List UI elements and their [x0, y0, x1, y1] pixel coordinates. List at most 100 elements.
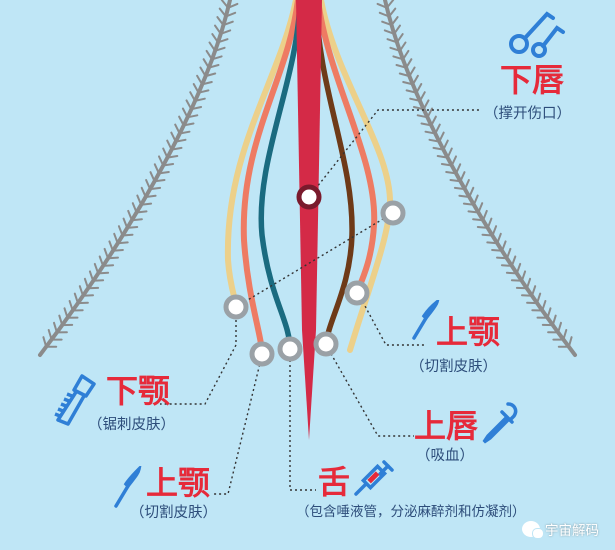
marker-maxilla-right	[344, 280, 370, 306]
antenna-bristle	[97, 271, 110, 275]
marker-tongue	[277, 336, 303, 362]
antenna-bristle	[434, 123, 441, 135]
antenna-bristle	[205, 49, 213, 61]
antenna-bristle	[458, 194, 471, 198]
antenna-bristle	[153, 179, 166, 183]
syringe-icon	[354, 460, 394, 496]
antenna-bristle	[546, 307, 552, 319]
antenna-bristle	[446, 147, 453, 159]
antenna-bristle	[92, 279, 105, 282]
tongue-desc: （包含唾液管，分泌麻醉剂和仿凝剂）	[296, 504, 526, 520]
antenna-bristle	[436, 155, 449, 159]
upper-lip-desc: （吸血）	[416, 448, 474, 464]
antenna-bristle	[378, 11, 391, 18]
antenna-bristle	[222, 20, 234, 27]
antenna-bristle	[149, 171, 156, 183]
antenna-bristle	[515, 262, 522, 275]
antenna-bristle	[389, 46, 401, 52]
antenna-bristle	[211, 55, 223, 61]
antenna-bristle	[449, 179, 462, 183]
maxilla-left-desc: （切割皮肤）	[130, 505, 217, 521]
antenna-bristle	[214, 24, 222, 35]
antenna-bristle	[140, 202, 153, 206]
antenna-bristle	[182, 122, 195, 127]
maxilla-right-title: 上颚	[436, 313, 501, 351]
antenna-bristle	[393, 24, 401, 35]
tongue-title: 舌	[318, 463, 351, 501]
antenna-bristle	[107, 256, 119, 260]
antenna-bristle	[224, 11, 237, 18]
antenna-bristle	[440, 163, 453, 167]
antenna-bristle	[68, 300, 74, 312]
antenna-bristle	[467, 210, 480, 214]
antenna-bristle	[428, 138, 441, 143]
antenna-bristle	[186, 114, 199, 119]
antenna-bristle	[500, 264, 513, 267]
antenna-bristle	[398, 72, 411, 78]
antenna-bristle	[402, 81, 414, 86]
antenna-bristle	[525, 277, 532, 290]
antenna-bristle	[408, 66, 416, 78]
antenna-bristle	[162, 163, 175, 167]
antenna-bristle	[93, 262, 100, 275]
brand-watermark: 宇宙解码	[522, 519, 599, 539]
antenna-bristle	[468, 186, 475, 198]
lower-lip-title: 下唇	[500, 61, 565, 99]
antenna-bristle	[126, 226, 139, 229]
antenna-bristle	[122, 217, 129, 229]
antenna-bristle	[405, 89, 418, 94]
antenna-bristle	[476, 226, 489, 229]
scalpel-icon-left	[114, 466, 142, 508]
antenna-bristle	[166, 155, 179, 159]
antenna-bristle	[453, 186, 466, 191]
antenna-bristle	[420, 122, 433, 127]
antenna-bristle	[541, 300, 547, 312]
antenna-bristle	[204, 72, 217, 78]
antenna-bristles	[42, 0, 573, 348]
antenna-bristle	[174, 138, 187, 143]
saw-icon	[54, 374, 96, 426]
antenna-bristle	[405, 58, 413, 69]
antenna-bristle	[103, 247, 109, 260]
antenna-bristle	[567, 336, 573, 348]
antenna-bristle	[42, 336, 48, 348]
lower-lip-desc: （撑开伤口）	[484, 106, 571, 122]
antenna-bristle	[510, 279, 523, 282]
leader-lower-lip	[308, 109, 480, 198]
leader-mandible	[160, 310, 237, 405]
antenna-bristle	[396, 33, 404, 44]
antenna-bristle	[557, 321, 562, 334]
antenna-bristle	[47, 329, 53, 341]
antenna-bristle	[462, 202, 475, 206]
antenna-bristle	[445, 171, 458, 175]
antenna-bristle	[216, 16, 225, 27]
antenna-bristle	[412, 106, 425, 111]
hypopharynx-strand	[258, 0, 303, 353]
labrum-strand	[313, 0, 355, 348]
antenna-bristle	[496, 232, 502, 245]
antenna-bristle	[88, 270, 95, 282]
antenna-bristle	[472, 194, 479, 206]
proboscis	[296, 0, 322, 440]
antenna-bristle	[131, 202, 138, 214]
antenna-bristle	[505, 271, 518, 275]
antenna-bristle	[426, 107, 434, 119]
antenna-bristle	[185, 99, 193, 111]
antenna-bristle	[127, 209, 133, 222]
antenna-bristle	[383, 29, 396, 35]
antenna-bristle	[491, 249, 504, 252]
maxilla-right-desc: （切割皮肤）	[410, 359, 497, 375]
antenna-bristle	[402, 49, 410, 61]
antenna-bristle	[201, 81, 213, 86]
antenna-bristle	[170, 131, 177, 143]
antenna-bristle	[398, 41, 407, 52]
antenna-bristle	[486, 217, 493, 229]
antenna-bristle	[117, 225, 124, 237]
antenna-bristle	[63, 307, 69, 319]
antenna-bristle	[477, 202, 484, 214]
antenna-bristle	[178, 115, 185, 127]
antenna-bristle	[388, 7, 397, 18]
antenna-bristle	[162, 147, 169, 159]
antenna-bristle	[189, 91, 196, 102]
